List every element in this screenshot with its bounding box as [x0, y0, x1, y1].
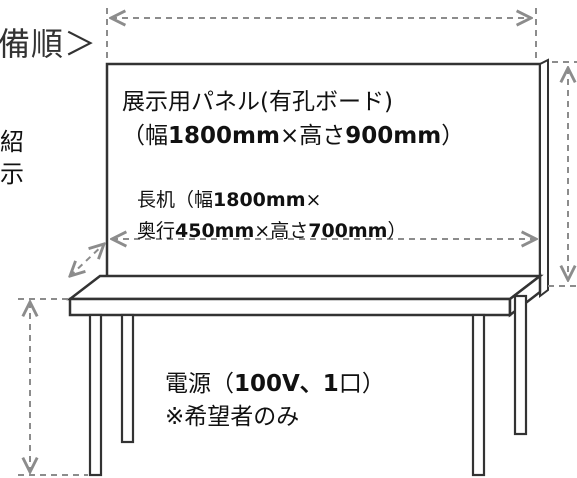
section-heading-fragment: 備順＞ — [0, 25, 98, 63]
side-text-line-2: 示 — [0, 160, 24, 188]
side-text-line-1: 紹 — [0, 128, 24, 156]
panel-dims-width: 1800mm — [168, 123, 280, 149]
panel-dims-height: 900mm — [345, 123, 442, 149]
desk-depth: 450mm — [175, 220, 255, 242]
desk-top-surface — [66, 274, 544, 301]
desk-line2-close: ） — [387, 220, 407, 242]
desk-leg-front-right — [471, 313, 486, 477]
desk-top-front — [68, 297, 512, 317]
panel-dims-height-label: 高さ — [299, 123, 346, 149]
display-panel — [105, 62, 542, 287]
desk-line1-times: × — [305, 189, 322, 211]
desk-line2-label: 奥行 — [137, 220, 176, 242]
power-label-line-1: 電源（100V、1口） — [165, 373, 385, 396]
panel-dims-open: （幅 — [122, 123, 168, 149]
desk-leg-front-left — [88, 313, 103, 477]
desk-label-line-2: 奥行450mm×高さ700mm） — [137, 222, 407, 241]
desk-width: 1800mm — [213, 189, 306, 211]
desk-label-line-1: 長机（幅1800mm× — [137, 191, 321, 210]
desk-height: 700mm — [308, 220, 388, 242]
power-label: 電源（ — [165, 371, 234, 397]
panel-dims-times: × — [279, 123, 300, 149]
display-panel-side — [539, 58, 549, 298]
panel-dimensions: （幅1800mm×高さ900mm） — [122, 125, 464, 148]
desk-leg-back-right — [513, 294, 528, 436]
power-tail: 口） — [338, 371, 385, 397]
power-note: ※希望者のみ — [165, 404, 300, 430]
desk-depth-arrow — [70, 244, 104, 276]
desk-line1-label: 長机（幅 — [137, 189, 214, 211]
panel-label: 展示用パネル(有孔ボード) — [122, 89, 393, 115]
desk-line2-times: × — [254, 220, 271, 242]
panel-dims-close: ） — [441, 123, 465, 149]
power-spec: 100V、1 — [234, 371, 339, 397]
desk-height-label: 高さ — [270, 220, 309, 242]
desk-leg-back-left — [120, 313, 135, 444]
